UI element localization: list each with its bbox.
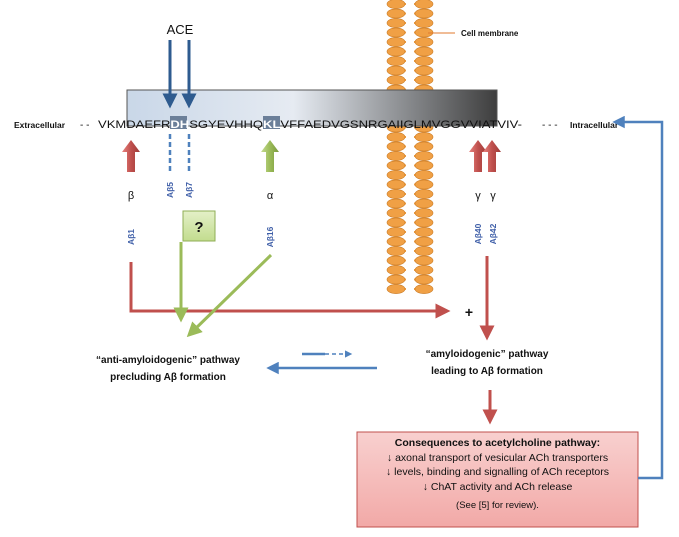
sequence-part-1: VKMDAEFR [98,119,170,131]
lipid-head [414,284,434,294]
lipid-head [414,160,434,171]
lipid-head [414,179,434,190]
gamma40-cleavage-arrow [469,140,487,172]
anti-pathway-line-2: precluding Aβ formation [110,372,226,383]
lipid-head [386,151,406,161]
question-box [182,210,216,242]
lipid-head [386,75,406,85]
consequences-title: Consequences to acetylcholine pathway: [394,437,601,449]
amyloidogenic-line-2: leading to Aβ formation [431,366,543,377]
gamma42-cleavage-arrow [483,140,501,172]
lipid-head [414,217,434,228]
lipid-head [386,189,406,199]
lipid-head [386,217,406,228]
lipid-head [414,18,434,28]
sequence-part-kl: KL [263,119,281,131]
lipid-head [386,227,406,237]
beta-pathway-arrow [129,262,451,319]
consequences-text: Consequences to acetylcholine pathway: ↓… [357,432,638,527]
lipid-head [386,179,406,190]
sequence-part-5: VFFAEDVGSNRGAIIGLMVGGVVIATVIV- [280,119,522,131]
lipid-head [386,8,406,19]
intracellular-label: Intracellular [570,120,619,130]
consequences-reference: (See [5] for review). [456,500,539,511]
consequences-box [356,431,639,528]
lipid-head [414,46,434,57]
gamma-symbol-1: γ [475,190,481,202]
sequence-part-dh: DH [170,119,189,131]
lipid-head [414,198,434,209]
lipid-head [386,56,406,66]
extracellular-label: Extracellular [14,120,66,130]
lipid-head [386,198,406,209]
beta-cleavage-arrow [122,140,140,172]
lipid-head [386,27,406,38]
fragment-ab5: Aβ5 [165,182,175,198]
fragment-ab16: Aβ16 [265,226,275,247]
lipid-head [386,255,406,266]
alpha-cleavage-arrow [261,140,279,172]
plus-sign: + [465,304,473,320]
lipid-head [386,0,406,9]
lipid-head [414,208,434,218]
alpha-symbol: α [267,190,274,202]
beta-symbol: β [128,190,134,202]
gamma-symbol-2: γ [490,190,496,202]
alpha-green-arrow [186,253,273,338]
fragment-ab7: Aβ7 [184,182,194,198]
lipid-head [414,189,434,199]
feedback-arrow [612,115,664,480]
lipid-head [414,151,434,161]
lipid-head [414,132,434,142]
consequences-line-3: ↓ ChAT activity and ACh release [422,480,573,493]
dh-highlight [170,116,187,129]
kl-highlight [263,116,280,129]
lipid-head [414,75,434,85]
lipid-head [386,160,406,171]
lipid-head [386,246,406,256]
lipid-head [386,208,406,218]
lipid-head [414,227,434,237]
sequence-dashes-right: - - - [542,120,558,131]
consequences-line-1: ↓ axonal transport of vesicular ACh tran… [386,451,609,464]
lipid-head [414,274,434,285]
lipid-head [386,141,406,152]
anti-pathway-line-1: “anti-amyloidogenic” pathway [96,355,240,366]
lipid-head [386,18,406,28]
lipid-head [414,255,434,266]
lipid-head [386,236,406,247]
lipid-head [386,65,406,76]
lipid-head [414,236,434,247]
lipid-head [414,65,434,76]
lipid-head [386,284,406,294]
cell-membrane-label: Cell membrane [461,29,519,38]
fragment-ab42: Aβ42 [488,223,498,244]
lipid-head [386,274,406,285]
lipid-head [386,37,406,47]
lipid-head [414,37,434,47]
fragment-ab40: Aβ40 [473,223,483,244]
fragment-ab1: Aβ1 [126,229,136,245]
lipid-head [386,170,406,180]
lipid-head [414,56,434,66]
amyloidogenic-line-1: “amyloidogenic” pathway [426,349,549,360]
lipid-head [414,8,434,19]
question-mark: ? [194,219,203,236]
lipid-head [414,141,434,152]
ace-label: ACE [167,22,194,37]
lipid-head [414,0,434,9]
lipid-head [386,265,406,275]
sequence-part-3: SGYEVHHQ [189,119,263,131]
cell-membrane [386,0,434,294]
lipid-head [414,170,434,180]
lipid-head [386,46,406,57]
lipid-head [414,246,434,256]
sequence-dashes-left: - - [80,120,89,131]
lipid-head [386,132,406,142]
consequences-line-2: ↓ levels, binding and signalling of ACh … [386,466,609,478]
lipid-head [414,265,434,275]
